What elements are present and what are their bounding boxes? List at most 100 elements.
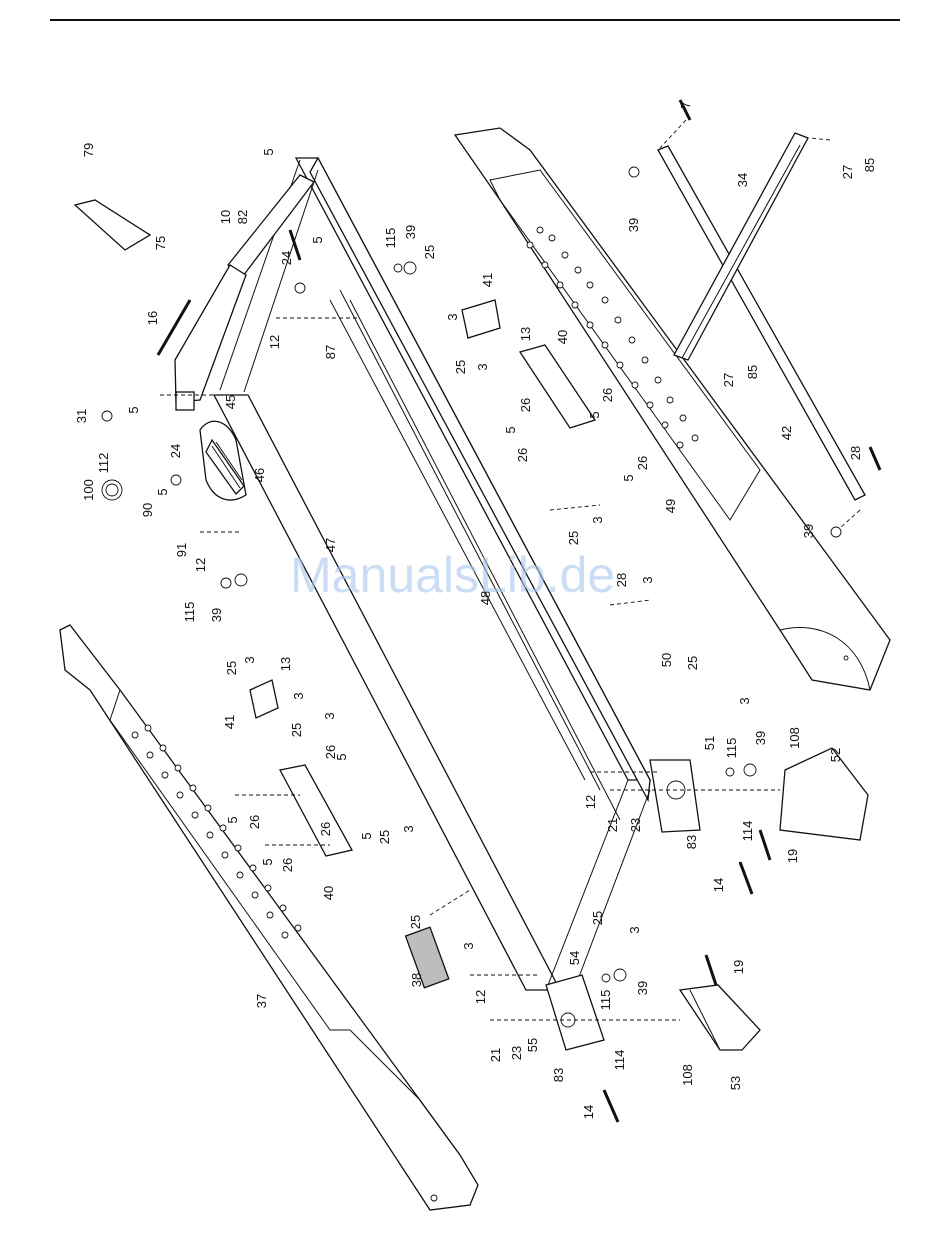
part-label-19: 19	[731, 960, 746, 974]
part-label-26: 26	[280, 858, 295, 872]
part-label-3: 3	[737, 697, 752, 704]
part-label-12: 12	[473, 990, 488, 1004]
part-label-39: 39	[801, 524, 816, 538]
part-label-3: 3	[475, 363, 490, 370]
end-cap-53	[678, 984, 761, 1051]
part-label-5: 5	[334, 753, 349, 760]
part-label-12: 12	[583, 795, 598, 809]
left-platform-holes	[131, 724, 302, 939]
part-label-28: 28	[614, 573, 629, 587]
part-label-25: 25	[224, 661, 239, 675]
part-label-37: 37	[254, 994, 269, 1008]
part-label-48: 48	[478, 591, 493, 605]
part-label-3: 3	[627, 926, 642, 933]
part-label-3: 3	[445, 313, 460, 320]
part-label-19: 19	[785, 849, 800, 863]
part-label-3: 3	[291, 692, 306, 699]
part-label-34: 34	[735, 173, 750, 187]
part-label-3: 3	[590, 516, 605, 523]
part-label-41: 41	[480, 273, 495, 287]
part-label-52: 52	[828, 748, 843, 762]
part-label-26: 26	[323, 745, 338, 759]
part-label-47: 47	[323, 538, 338, 552]
end-caps	[678, 747, 869, 1051]
part-label-39: 39	[635, 981, 650, 995]
part-label-25: 25	[377, 830, 392, 844]
part-label-27: 27	[721, 373, 736, 387]
front-bracket-plate	[174, 264, 247, 403]
part-label-38: 38	[409, 973, 424, 987]
part-label-28: 28	[848, 446, 863, 460]
watermark-text: ManualsLib.de	[290, 547, 615, 603]
header-rule	[50, 19, 900, 21]
part-label-26: 26	[518, 398, 533, 412]
part-label-5: 5	[503, 426, 518, 433]
part-label-3: 3	[401, 825, 416, 832]
part-label-3: 3	[640, 576, 655, 583]
part-label-26: 26	[515, 448, 530, 462]
part-label-25: 25	[422, 245, 437, 259]
part-label-5: 5	[621, 474, 636, 481]
part-label-87: 87	[323, 345, 338, 359]
part-label-26: 26	[247, 815, 262, 829]
part-label-31: 31	[74, 409, 89, 423]
front-block	[175, 391, 195, 411]
part-label-5: 5	[225, 816, 240, 823]
part-label-24: 24	[168, 444, 183, 458]
part-label-5: 5	[587, 411, 602, 418]
part-label-91: 91	[174, 543, 189, 557]
part-label-24: 24	[279, 251, 294, 265]
part-label-100: 100	[81, 479, 96, 501]
part-label-21: 21	[605, 818, 620, 832]
part-label-21: 21	[488, 1048, 503, 1062]
part-label-108: 108	[787, 727, 802, 749]
part-label-26: 26	[600, 388, 615, 402]
part-label-25: 25	[685, 656, 700, 670]
part-label-41: 41	[222, 715, 237, 729]
rear-roller-42	[657, 145, 866, 501]
part-label-90: 90	[140, 503, 155, 517]
part-label-16: 16	[145, 311, 160, 325]
bracket-41-right	[461, 299, 501, 339]
part-label-3: 3	[461, 942, 476, 949]
part-label-5: 5	[359, 832, 374, 839]
part-label-5: 5	[155, 488, 170, 495]
part-label-39: 39	[209, 608, 224, 622]
part-label-82: 82	[235, 210, 250, 224]
part-label-75: 75	[153, 236, 168, 250]
part-label-45: 45	[223, 395, 238, 409]
part-label-39: 39	[753, 731, 768, 745]
part-label-5: 5	[310, 236, 325, 243]
part-label-79: 79	[81, 143, 96, 157]
part-label-115: 115	[598, 990, 613, 1011]
part-label-40: 40	[321, 886, 336, 900]
part-label-112: 112	[96, 453, 111, 474]
part-label-114: 114	[612, 1050, 627, 1071]
assembly-lines	[160, 317, 780, 1021]
end-cap-52	[779, 747, 869, 841]
part-label-10: 10	[218, 210, 233, 224]
deck-frame	[212, 156, 701, 1051]
part-label-12: 12	[193, 558, 208, 572]
part-label-53: 53	[728, 1076, 743, 1090]
part-label-39: 39	[403, 225, 418, 239]
part-label-14: 14	[711, 878, 726, 892]
part-label-5: 5	[261, 148, 276, 155]
part-label-115: 115	[724, 738, 739, 759]
part-label-40: 40	[555, 330, 570, 344]
part-label-25: 25	[590, 911, 605, 925]
part-label-14: 14	[581, 1105, 596, 1119]
part-label-108: 108	[680, 1064, 695, 1086]
part-label-114: 114	[740, 821, 755, 842]
part-label-26: 26	[318, 822, 333, 836]
right-rail-side	[309, 156, 651, 803]
part-label-3: 3	[322, 712, 337, 719]
part-label-26: 26	[635, 456, 650, 470]
part-label-51: 51	[702, 736, 717, 750]
part-label-7: 7	[678, 101, 693, 108]
right-platform	[453, 127, 891, 691]
part-label-50: 50	[659, 653, 674, 667]
decal-38	[404, 926, 450, 989]
part-label-85: 85	[745, 365, 760, 379]
